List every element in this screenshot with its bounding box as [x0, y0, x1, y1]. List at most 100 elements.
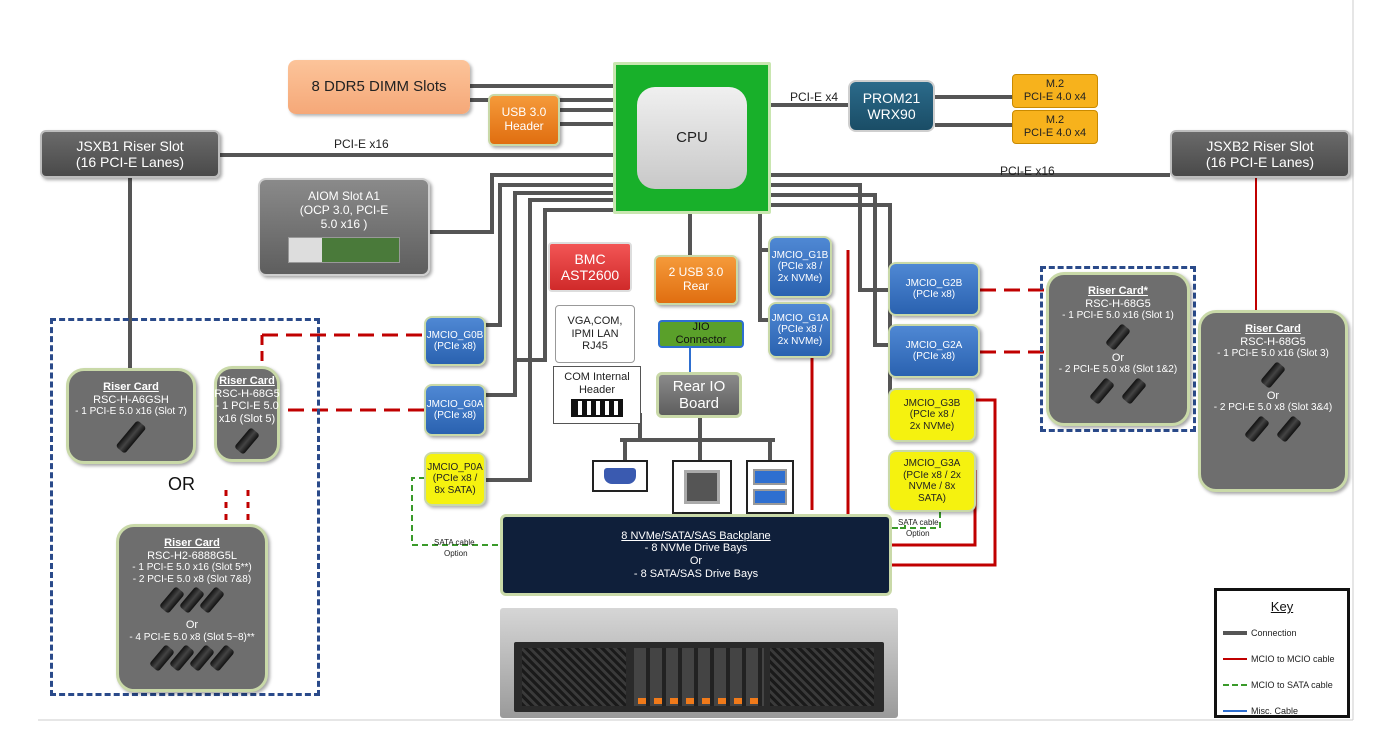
sata-cables [411, 477, 941, 546]
aiom-card-image [288, 237, 400, 264]
m2-1-line2: PCI-E 4.0 x4 [1023, 91, 1087, 103]
legend-swatch [1223, 631, 1247, 635]
g3a-line3: NVMe / 8x [908, 481, 956, 492]
jio-line2: Connector [675, 334, 727, 346]
legend-item: MCIO to SATA cable [1217, 672, 1347, 698]
g3a-line1: JMCIO_G3A [903, 458, 961, 469]
pcie-x4-label: PCI-E x4 [790, 90, 839, 104]
or-label: OR [168, 474, 195, 494]
com-line2: Header [578, 383, 616, 396]
sata-cable-left-label: SATA cable [434, 538, 475, 547]
a6gsh-title: Riser Card [103, 381, 159, 393]
vga-line3: RJ45 [582, 340, 608, 353]
g0a-line1: JMCIO_G0A [426, 398, 484, 410]
g1a-line1: JMCIO_G1A [771, 312, 829, 324]
mcio-cables [224, 250, 1045, 567]
vga-line1: VGA,COM, [567, 315, 623, 328]
g3b-line3: 2x NVMe) [909, 420, 955, 432]
r2-title: Riser Card [1245, 323, 1301, 335]
g0b-line2: (PCIe x8) [433, 341, 477, 352]
lan-port-icon [672, 460, 732, 514]
dimm-slots-block: 8 DDR5 DIMM Slots [288, 60, 470, 114]
legend-item: Connection [1217, 620, 1347, 646]
g1a-line2: (PCIe x8 / [777, 324, 823, 336]
p0a-line1: JMCIO_P0A [427, 461, 483, 473]
legend-swatch [1223, 684, 1247, 686]
backplane-block: 8 NVMe/SATA/SAS Backplane - 8 NVMe Drive… [500, 514, 892, 596]
g1a-line3: 2x NVMe) [777, 335, 823, 347]
r2-line2: - 2 PCI-E 5.0 x8 (Slot 3&4) [1213, 402, 1333, 414]
legend-title: Key [1270, 599, 1294, 614]
jsxb1-line2: (16 PCI-E Lanes) [75, 154, 185, 170]
com-pins-icon [571, 399, 623, 418]
g1b-line2: (PCIe x8 / [777, 261, 823, 273]
p0a-line3: 8x SATA) [434, 484, 476, 496]
g2b-line1: JMCIO_G2B [905, 277, 963, 289]
h2-line3: - 4 PCI-E 5.0 x8 (Slot 5~8)** [129, 631, 255, 643]
jio-line1: JIO [692, 321, 710, 334]
g3a-line4: SATA) [918, 492, 946, 504]
vga-port-icon [592, 460, 648, 492]
server-chassis-image [500, 608, 898, 718]
prom-line2: WRX90 [867, 106, 916, 122]
aiom-line3: 5.0 x16 ) [320, 216, 368, 231]
h68g5-left-model: RSC-H-68G5 [214, 387, 280, 400]
h68g5-left-line2: x16 (Slot 5) [218, 412, 276, 425]
h2-line2: - 2 PCI-E 5.0 x8 (Slot 7&8) [132, 573, 252, 585]
com-header-block: COM Internal Header [553, 366, 641, 424]
r1-slots [1086, 376, 1150, 410]
dimm-label: 8 DDR5 DIMM Slots [311, 78, 447, 96]
backplane-title: 8 NVMe/SATA/SAS Backplane [621, 529, 771, 542]
usb-header-line2: Header [504, 119, 544, 133]
legend-swatch [1223, 710, 1247, 712]
g2a-line2: (PCIe x8) [912, 351, 956, 362]
riser-rsc-h2-6888g5l: Riser Card RSC-H2-6888G5L - 1 PCI-E 5.0 … [116, 524, 268, 692]
aiom-line2: (OCP 3.0, PCI-E [299, 202, 389, 217]
m2-2-line1: M.2 [1045, 114, 1065, 127]
jmcio-g0a: JMCIO_G0A (PCIe x8) [424, 384, 486, 436]
g2a-line1: JMCIO_G2A [905, 339, 963, 351]
m2-1-line1: M.2 [1045, 78, 1065, 91]
r1-model: RSC-H-68G5 [1085, 297, 1151, 310]
riser-rsc-h-68g5-right1: Riser Card* RSC-H-68G5 - 1 PCI-E 5.0 x16… [1046, 272, 1190, 426]
riser-rsc-h-a6gsh: Riser Card RSC-H-A6GSH - 1 PCI-E 5.0 x16… [66, 368, 196, 464]
g0a-line2: (PCIe x8) [433, 410, 477, 421]
m2-slot-2: M.2 PCI-E 4.0 x4 [1012, 110, 1098, 144]
jsxb2-line1: JSXB2 Riser Slot [1206, 137, 1314, 154]
prom21-block: PROM21 WRX90 [848, 80, 935, 132]
right-riser-group [1040, 266, 1196, 432]
backplane-line2: Or [689, 555, 703, 567]
h68g5-left-title: Riser Card [219, 375, 275, 387]
legend-label: MCIO to MCIO cable [1251, 654, 1335, 664]
usb-header-block: USB 3.0 Header [488, 94, 560, 146]
legend-swatch [1223, 658, 1247, 660]
sata-cable-right-label: SATA cable [898, 518, 939, 527]
legend-item: Misc. Cable [1217, 698, 1347, 724]
bmc-line2: AST2600 [560, 267, 620, 283]
aiom-line1: AIOM Slot A1 [307, 189, 381, 203]
usb-rear-block: 2 USB 3.0 Rear [654, 255, 738, 305]
com-line1: COM Internal [564, 371, 630, 383]
legend-item: MCIO to MCIO cable [1217, 646, 1347, 672]
r2-slot-icon [1260, 360, 1286, 389]
g1b-line3: 2x NVMe) [777, 272, 823, 284]
r2-line1: - 1 PCI-E 5.0 x16 (Slot 3) [1217, 348, 1329, 360]
jmcio-g2b: JMCIO_G2B (PCIe x8) [888, 262, 980, 316]
cpu-block: CPU [613, 62, 771, 214]
g3b-line2: (PCIe x8 / [909, 409, 955, 421]
prom-line1: PROM21 [862, 89, 921, 106]
jio-connector-block: JIO Connector [658, 320, 744, 348]
jsxb2-riser-slot: JSXB2 Riser Slot (16 PCI-E Lanes) [1170, 130, 1350, 178]
rear-io-board-block: Rear IO Board [656, 372, 742, 418]
g3a-line2: (PCIe x8 / 2x [903, 469, 961, 481]
aiom-slot-block: AIOM Slot A1 (OCP 3.0, PCI-E 5.0 x16 ) [258, 178, 430, 276]
riser-rsc-h-68g5-right2: Riser Card RSC-H-68G5 - 1 PCI-E 5.0 x16 … [1198, 310, 1348, 492]
r2-model: RSC-H-68G5 [1240, 335, 1306, 348]
option-left-label: Option [444, 549, 468, 558]
g1b-line1: JMCIO_G1B [771, 249, 829, 261]
h2-or: Or [185, 618, 199, 631]
pcie-x16-right-label: PCI-E x16 [1000, 164, 1055, 178]
vga-line2: IPMI LAN [571, 327, 619, 340]
